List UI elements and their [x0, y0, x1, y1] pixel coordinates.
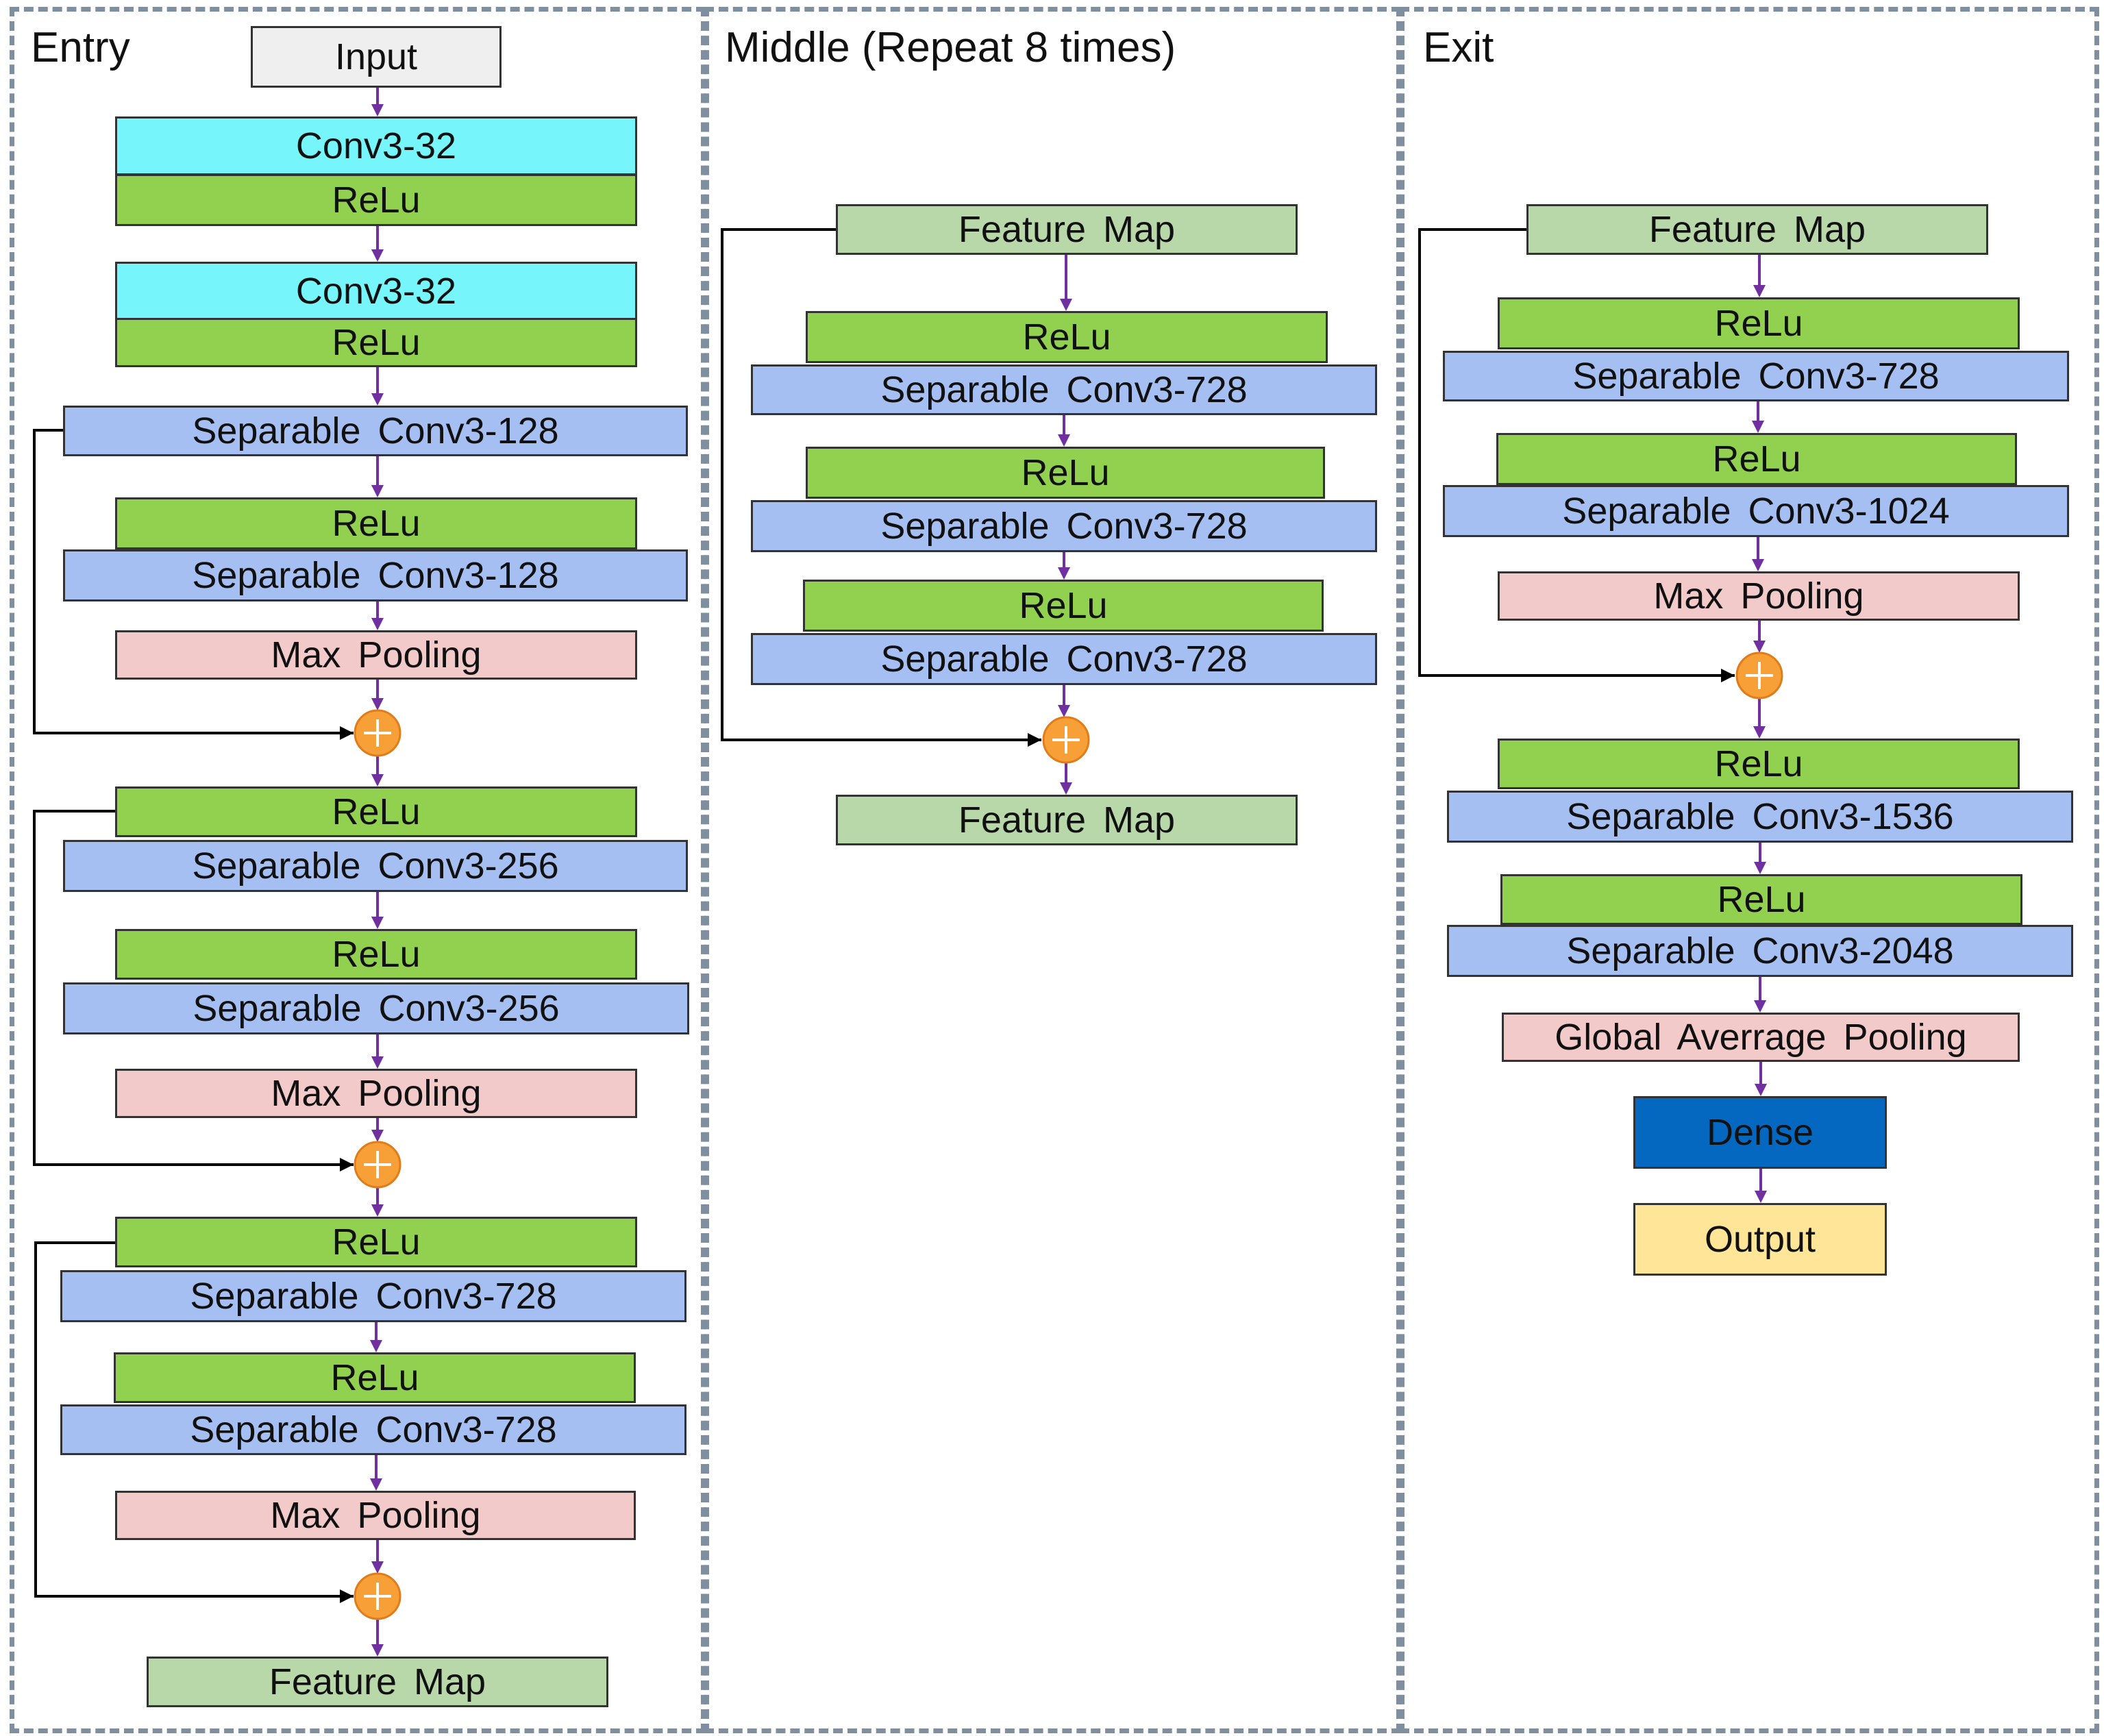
max-pooling-block: Max Pooling	[115, 1069, 637, 1118]
separable-conv3-728-block: Separable Conv3-728	[751, 364, 1377, 415]
arrow-right-icon	[340, 726, 354, 740]
separable-conv3-256-block: Separable Conv3-256	[63, 840, 688, 892]
relu-block: ReLu	[1500, 874, 2022, 925]
relu-block: ReLu	[806, 447, 1325, 499]
conv3-32-block-1: Conv3-32	[115, 116, 637, 175]
middle-title: Middle (Repeat 8 times)	[725, 24, 1176, 71]
input-block: Input	[251, 26, 502, 88]
relu-block: ReLu	[115, 318, 637, 367]
exit-title: Exit	[1423, 24, 1494, 71]
separable-conv3-2048-block: Separable Conv3-2048	[1447, 925, 2073, 977]
arrow-down-icon	[1755, 1084, 1767, 1096]
exit-panel: Exit	[1400, 7, 2099, 1733]
skip-connection	[721, 228, 1041, 741]
arrow-right-icon	[1028, 733, 1041, 747]
output-block: Output	[1633, 1203, 1887, 1276]
separable-conv3-128-block: Separable Conv3-128	[63, 549, 688, 602]
arrow-down-icon	[371, 249, 384, 262]
relu-block: ReLu	[803, 580, 1324, 632]
relu-block: ReLu	[115, 174, 637, 226]
arrow-down-icon	[371, 1056, 384, 1069]
separable-conv3-728-block: Separable Conv3-728	[60, 1404, 686, 1455]
arrow-right-icon	[340, 1589, 354, 1603]
arrow-down-icon	[371, 1204, 384, 1217]
feature-map-block: Feature Map	[836, 795, 1298, 845]
arrow-down-icon	[370, 1478, 382, 1491]
relu-block: ReLu	[114, 1352, 636, 1403]
dense-block: Dense	[1633, 1096, 1887, 1169]
arrow-down-icon	[371, 1130, 384, 1142]
arrow-down-icon	[1752, 559, 1764, 571]
relu-block: ReLu	[806, 311, 1328, 363]
arrow-down-icon	[1058, 434, 1070, 447]
arrow-down-icon	[371, 1644, 384, 1657]
separable-conv3-728-block: Separable Conv3-728	[1443, 351, 2069, 401]
relu-block: ReLu	[1498, 297, 2020, 349]
arrow-down-icon	[1058, 567, 1070, 580]
arrow-down-icon	[1060, 782, 1072, 795]
relu-block: ReLu	[115, 786, 637, 837]
relu-block: ReLu	[115, 929, 637, 980]
feature-map-block: Feature Map	[1526, 204, 1988, 255]
separable-conv3-1536-block: Separable Conv3-1536	[1447, 791, 2073, 843]
arrow-down-icon	[371, 774, 384, 786]
arrow-down-icon	[1060, 299, 1072, 311]
arrow-down-icon	[1753, 641, 1766, 653]
arrow-down-icon	[1753, 285, 1766, 297]
skip-connection	[1418, 228, 1735, 677]
arrow-down-icon	[1753, 726, 1766, 739]
max-pooling-block: Max Pooling	[115, 630, 637, 680]
skip-connection	[33, 429, 354, 734]
relu-block: ReLu	[115, 497, 637, 549]
skip-connection	[33, 810, 354, 1166]
arrow-down-icon	[1754, 1000, 1766, 1013]
skip-connection	[34, 1241, 354, 1598]
arrow-right-icon	[1721, 669, 1735, 682]
max-pooling-block: Max Pooling	[115, 1491, 636, 1540]
arrow-down-icon	[371, 698, 384, 710]
arrow-down-icon	[371, 393, 384, 406]
arrow-down-icon	[370, 1340, 382, 1352]
max-pooling-block: Max Pooling	[1498, 571, 2020, 621]
arrow-down-icon	[1755, 1191, 1767, 1203]
feature-map-block: Feature Map	[147, 1657, 608, 1707]
arrow-right-icon	[340, 1158, 354, 1171]
middle-panel: Middle (Repeat 8 times)	[704, 7, 1401, 1733]
separable-conv3-1024-block: Separable Conv3-1024	[1443, 485, 2069, 537]
separable-conv3-728-block: Separable Conv3-728	[60, 1270, 686, 1322]
entry-panel: Entry	[10, 7, 706, 1733]
arrow-down-icon	[1752, 421, 1764, 433]
separable-conv3-128-block: Separable Conv3-128	[63, 406, 688, 456]
arrow-down-icon	[1754, 862, 1766, 874]
global-average-pooling-block: Global Averrage Pooling	[1502, 1013, 2020, 1062]
arrow-down-icon	[371, 618, 384, 630]
relu-block: ReLu	[115, 1217, 637, 1267]
feature-map-block: Feature Map	[836, 204, 1298, 255]
entry-title: Entry	[31, 24, 130, 71]
separable-conv3-256-block: Separable Conv3-256	[63, 982, 689, 1034]
arrow-down-icon	[371, 917, 384, 929]
separable-conv3-728-block: Separable Conv3-728	[751, 500, 1377, 552]
separable-conv3-728-block: Separable Conv3-728	[751, 633, 1377, 685]
arrow-down-icon	[371, 485, 384, 497]
arrow-down-icon	[371, 1561, 384, 1574]
arrow-down-icon	[1058, 705, 1070, 717]
conv3-32-block-2: Conv3-32	[115, 262, 637, 321]
relu-block: ReLu	[1498, 739, 2020, 789]
relu-block: ReLu	[1496, 433, 2017, 485]
arrow-down-icon	[371, 104, 384, 116]
